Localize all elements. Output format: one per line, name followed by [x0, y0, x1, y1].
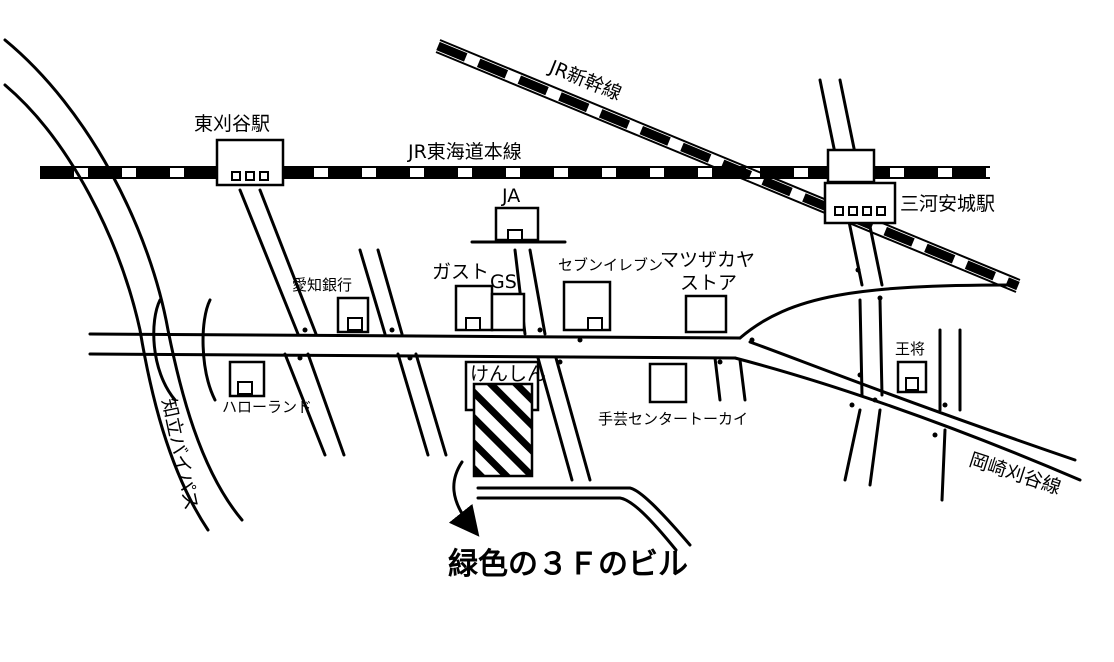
chiryu-bypass-label: 知立バイパス [157, 396, 202, 512]
seven-eleven-label: セブンイレブン [558, 256, 663, 274]
shinkansen-label: JR新幹線 [545, 56, 624, 105]
gusto-building [454, 284, 494, 332]
matsuzakaya-store-building [684, 294, 728, 334]
higashi-kariya-station-label: 東刈谷駅 [194, 113, 270, 135]
ohsho-building [896, 360, 928, 394]
gas-station-building [490, 292, 526, 332]
aichi-bank-building [336, 296, 370, 334]
matsuzakaya-label-line2: ストア [680, 272, 737, 294]
tokaido-line-label: JR東海道本線 [407, 141, 522, 163]
ohsho-label: 王将 [895, 340, 925, 358]
gas-station-label: GS [490, 271, 517, 293]
ja-building [494, 206, 540, 242]
shinkansen-railway [435, 39, 1021, 293]
higashi-kariya-station [215, 138, 285, 187]
shugei-center-label: 手芸センタートーカイ [598, 410, 748, 428]
okazaki-kariya-line-label: 岡崎刈谷線 [966, 449, 1063, 499]
main-road [88, 283, 1082, 482]
ja-label: JA [501, 185, 520, 207]
gusto-label: ガスト [432, 261, 489, 283]
destination-caption: 緑色の３Ｆのビル [448, 547, 688, 582]
hello-land-label: ハローランド [222, 398, 312, 416]
kenshin-label: けんしん [470, 363, 546, 385]
chiryu-bypass-road [3, 38, 244, 532]
mikawa-anjo-station [823, 148, 897, 225]
matsuzakaya-label-line1: マツザカヤ [660, 249, 755, 271]
intersection-dots [297, 267, 948, 438]
seven-eleven-building [562, 280, 612, 332]
aichi-bank-label: 愛知銀行 [292, 276, 352, 294]
hello-land-building [228, 360, 266, 398]
mikawa-anjo-station-label: 三河安城駅 [900, 193, 995, 215]
destination-building [464, 360, 540, 478]
destination-arrow [448, 460, 480, 537]
shugei-center-building [648, 362, 688, 404]
